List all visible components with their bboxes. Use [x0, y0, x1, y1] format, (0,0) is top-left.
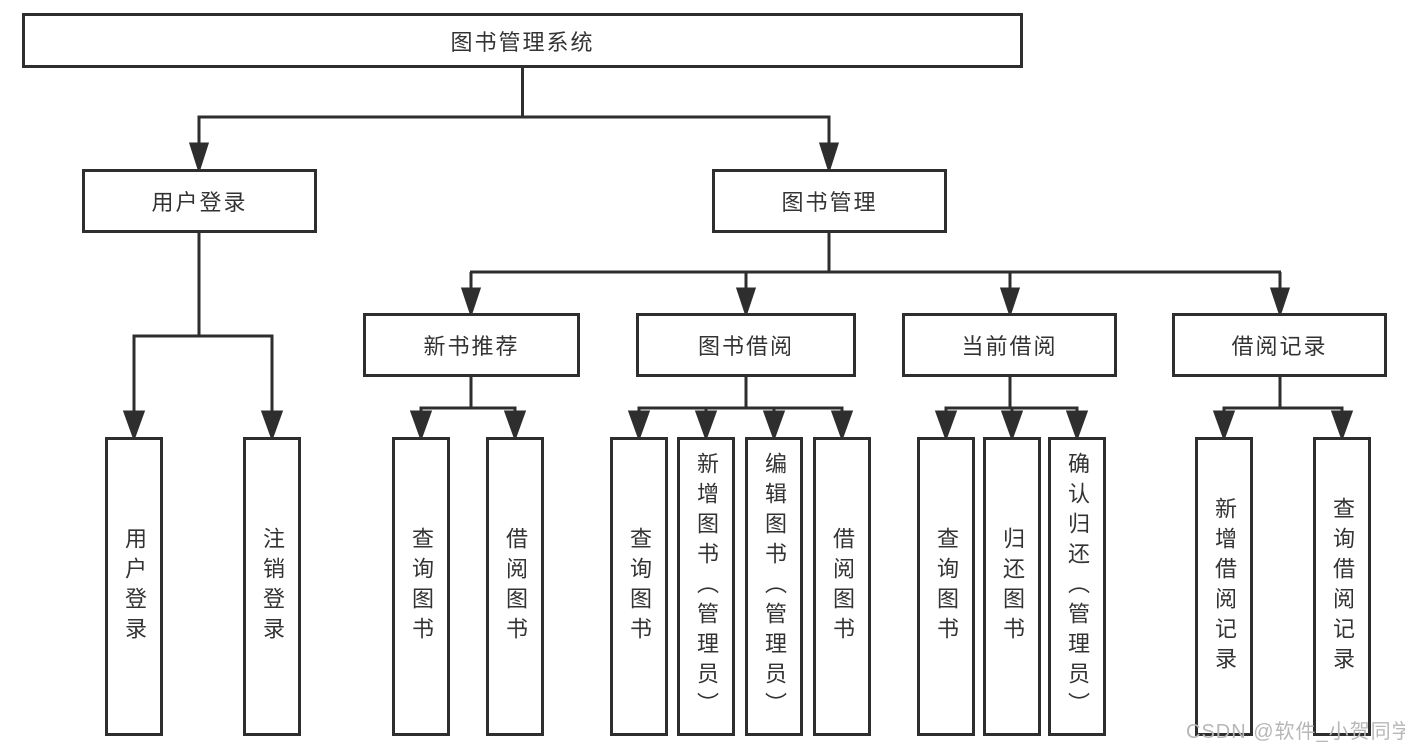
node-new-book-recommend: 新书推荐: [363, 313, 580, 377]
leaf-query-books-borrowing: 查询图书: [610, 437, 668, 736]
leaf-borrow-books-borrowing: 借阅图书: [813, 437, 871, 736]
leaf-query-books-current: 查询图书: [917, 437, 975, 736]
connector-recommend-to-leaves: [409, 377, 527, 442]
connector-userlogin-to-leaves: [122, 233, 284, 442]
node-book-management: 图书管理: [712, 169, 947, 233]
node-current-borrowing: 当前借阅: [902, 313, 1117, 377]
leaf-return-books: 归还图书: [983, 437, 1041, 736]
leaf-add-borrow-record: 新增借阅记录: [1195, 437, 1253, 736]
connector-records-to-leaves: [1212, 377, 1354, 442]
leaf-query-books-recommend: 查询图书: [392, 437, 450, 736]
node-root: 图书管理系统: [22, 13, 1023, 68]
connector-root-to-level2: [188, 68, 840, 174]
connector-current-to-leaves: [934, 377, 1089, 442]
node-borrowing-records: 借阅记录: [1172, 313, 1387, 377]
leaf-query-borrow-record: 查询借阅记录: [1313, 437, 1371, 736]
leaf-logout: 注销登录: [243, 437, 301, 736]
leaf-add-books-admin: 新增图书（管理员）: [677, 437, 735, 736]
node-user-login: 用户登录: [82, 169, 317, 233]
leaf-confirm-return-admin: 确认归还（管理员）: [1048, 437, 1106, 736]
connector-borrow-to-leaves: [627, 377, 854, 442]
node-book-borrowing: 图书借阅: [636, 313, 856, 377]
connector-bookmgmt-to-level3: [460, 233, 1291, 318]
csdn-watermark: CSDN @软件_小贺同学: [1186, 721, 1405, 743]
leaf-edit-books-admin: 编辑图书（管理员）: [745, 437, 803, 736]
leaf-borrow-books-recommend: 借阅图书: [486, 437, 544, 736]
leaf-user-login: 用户登录: [105, 437, 163, 736]
